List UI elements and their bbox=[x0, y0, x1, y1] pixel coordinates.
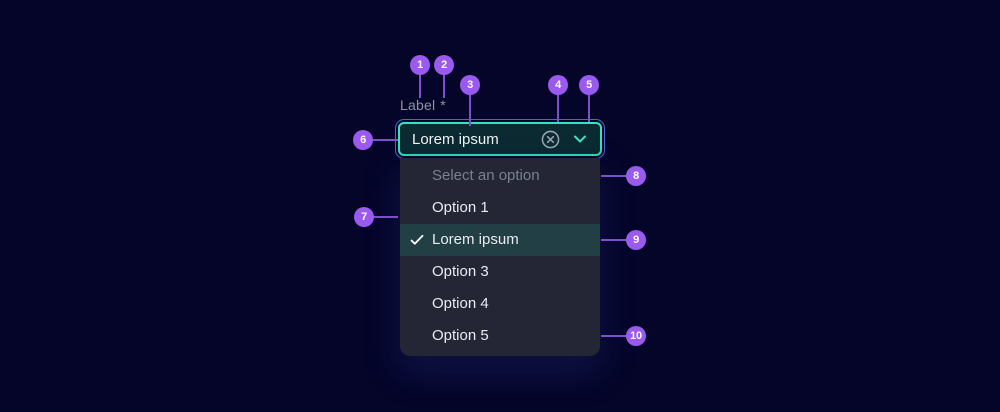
option-item-5[interactable]: Option 5 bbox=[432, 327, 489, 344]
option-item-3[interactable]: Option 3 bbox=[432, 263, 489, 280]
annotation-badge-5: 5 bbox=[579, 75, 599, 95]
annotation-badge-3: 3 bbox=[460, 75, 480, 95]
field-label-text: Label bbox=[400, 97, 436, 113]
required-indicator: * bbox=[440, 97, 446, 113]
annotation-connector-3 bbox=[469, 94, 471, 126]
annotation-connector-8 bbox=[601, 175, 627, 177]
annotation-connector-1 bbox=[419, 74, 421, 98]
check-icon bbox=[409, 232, 425, 248]
annotation-badge-4: 4 bbox=[548, 75, 568, 95]
select-value: Lorem ipsum bbox=[412, 130, 499, 148]
chevron-down-icon[interactable] bbox=[572, 131, 588, 147]
annotation-badge-6: 6 bbox=[353, 130, 373, 150]
option-item-selected[interactable]: Lorem ipsum bbox=[400, 224, 600, 256]
annotation-badge-7: 7 bbox=[354, 207, 374, 227]
annotation-badge-1: 1 bbox=[410, 55, 430, 75]
option-item-4[interactable]: Option 4 bbox=[432, 295, 489, 312]
option-item-1[interactable]: Option 1 bbox=[432, 199, 489, 216]
field-label: Label* bbox=[400, 97, 446, 113]
annotation-connector-4 bbox=[557, 94, 559, 122]
annotation-connector-9 bbox=[601, 239, 627, 241]
annotation-badge-2: 2 bbox=[434, 55, 454, 75]
option-placeholder[interactable]: Select an option bbox=[432, 167, 540, 184]
annotation-connector-6 bbox=[372, 139, 398, 141]
select-trigger[interactable]: Lorem ipsum bbox=[395, 119, 605, 159]
option-item-selected-label: Lorem ipsum bbox=[432, 231, 519, 248]
annotation-badge-10: 10 bbox=[626, 326, 646, 346]
annotation-connector-2 bbox=[443, 74, 445, 98]
dropdown-list: Select an option Option 1 Lorem ipsum Op… bbox=[400, 158, 600, 356]
x-circle-clear-icon[interactable] bbox=[541, 130, 560, 149]
annotation-connector-7 bbox=[373, 216, 398, 218]
trigger-icons bbox=[541, 130, 588, 149]
annotation-connector-10 bbox=[601, 335, 627, 337]
annotation-badge-9: 9 bbox=[626, 230, 646, 250]
annotation-badge-8: 8 bbox=[626, 166, 646, 186]
annotation-connector-5 bbox=[588, 94, 590, 122]
